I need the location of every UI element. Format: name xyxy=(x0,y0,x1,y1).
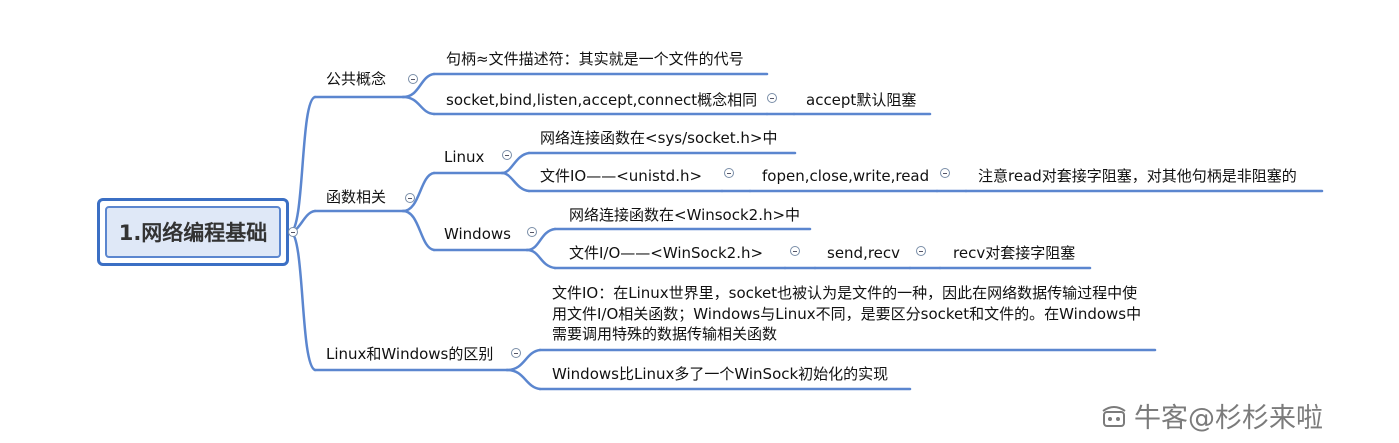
node-windows[interactable]: Windows xyxy=(444,225,511,243)
node-linux-ops[interactable]: fopen,close,write,read xyxy=(762,167,930,185)
collapse-icon[interactable] xyxy=(288,227,298,237)
collapse-icon[interactable] xyxy=(502,150,512,160)
collapse-icon[interactable] xyxy=(511,348,521,358)
node-windows-fileio[interactable]: 文件I/O——<WinSock2.h> xyxy=(569,244,764,262)
node-linux-note[interactable]: 注意read对套接字阻塞，对其他句柄是非阻塞的 xyxy=(978,167,1297,185)
nowcoder-logo-icon xyxy=(1102,406,1126,427)
collapse-icon[interactable] xyxy=(940,168,950,178)
watermark: 牛客@杉杉来啦 xyxy=(1100,396,1323,435)
node-common-functions[interactable]: socket,bind,listen,accept,connect概念相同 xyxy=(446,91,758,109)
node-windows-net[interactable]: 网络连接函数在<Winsock2.h>中 xyxy=(569,206,801,224)
root-title: 1.网络编程基础 xyxy=(105,206,281,258)
node-diff[interactable]: Linux和Windows的区别 xyxy=(326,345,494,363)
watermark-text: 牛客@杉杉来啦 xyxy=(1134,403,1323,434)
root-node[interactable]: 1.网络编程基础 xyxy=(97,198,289,266)
collapse-icon[interactable] xyxy=(405,193,415,203)
collapse-icon[interactable] xyxy=(408,74,418,84)
node-handle[interactable]: 句柄≈文件描述符：其实就是一个文件的代号 xyxy=(446,50,744,68)
node-linux-fileio[interactable]: 文件IO——<unistd.h> xyxy=(540,167,703,185)
collapse-icon[interactable] xyxy=(767,93,777,103)
node-linux-net[interactable]: 网络连接函数在<sys/socket.h>中 xyxy=(540,129,778,147)
node-accept-blocking[interactable]: accept默认阻塞 xyxy=(806,91,917,109)
collapse-icon[interactable] xyxy=(916,246,926,256)
node-functions[interactable]: 函数相关 xyxy=(326,188,387,206)
collapse-icon[interactable] xyxy=(724,168,734,178)
node-common-concepts[interactable]: 公共概念 xyxy=(326,70,387,88)
node-diff-winsock[interactable]: Windows比Linux多了一个WinSock初始化的实现 xyxy=(552,365,889,383)
node-windows-note[interactable]: recv对套接字阻塞 xyxy=(953,244,1076,262)
node-windows-ops[interactable]: send,recv xyxy=(827,244,901,262)
node-diff-desc[interactable]: 文件IO：在Linux世界里，socket也被认为是文件的一种，因此在网络数据传… xyxy=(552,284,1142,343)
collapse-icon[interactable] xyxy=(790,246,800,256)
collapse-icon[interactable] xyxy=(527,227,537,237)
node-linux[interactable]: Linux xyxy=(444,148,485,166)
